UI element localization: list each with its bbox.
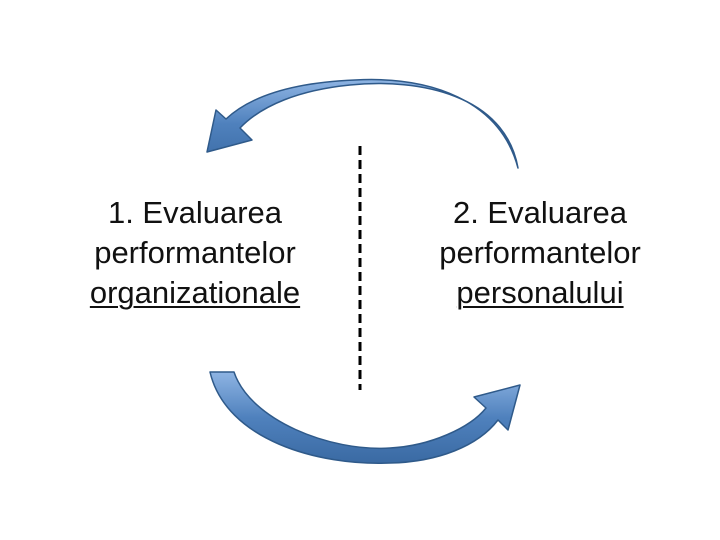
left-label-line1: 1. Evaluarea: [107, 195, 283, 230]
right-label-line2: performantelor: [439, 235, 641, 270]
left-process-label: 1. Evaluarea performantelor organization…: [40, 193, 350, 313]
right-label-line3: personalului: [456, 275, 624, 310]
right-label-line1: 2. Evaluarea: [452, 195, 628, 230]
left-label-line2: performantelor: [94, 235, 296, 270]
right-process-label: 2. Evaluarea performantelor personalului: [385, 193, 695, 313]
left-label-line3: organizationale: [89, 275, 301, 310]
top-curved-arrow: [206, 78, 519, 169]
bottom-curved-arrow: [209, 371, 521, 464]
